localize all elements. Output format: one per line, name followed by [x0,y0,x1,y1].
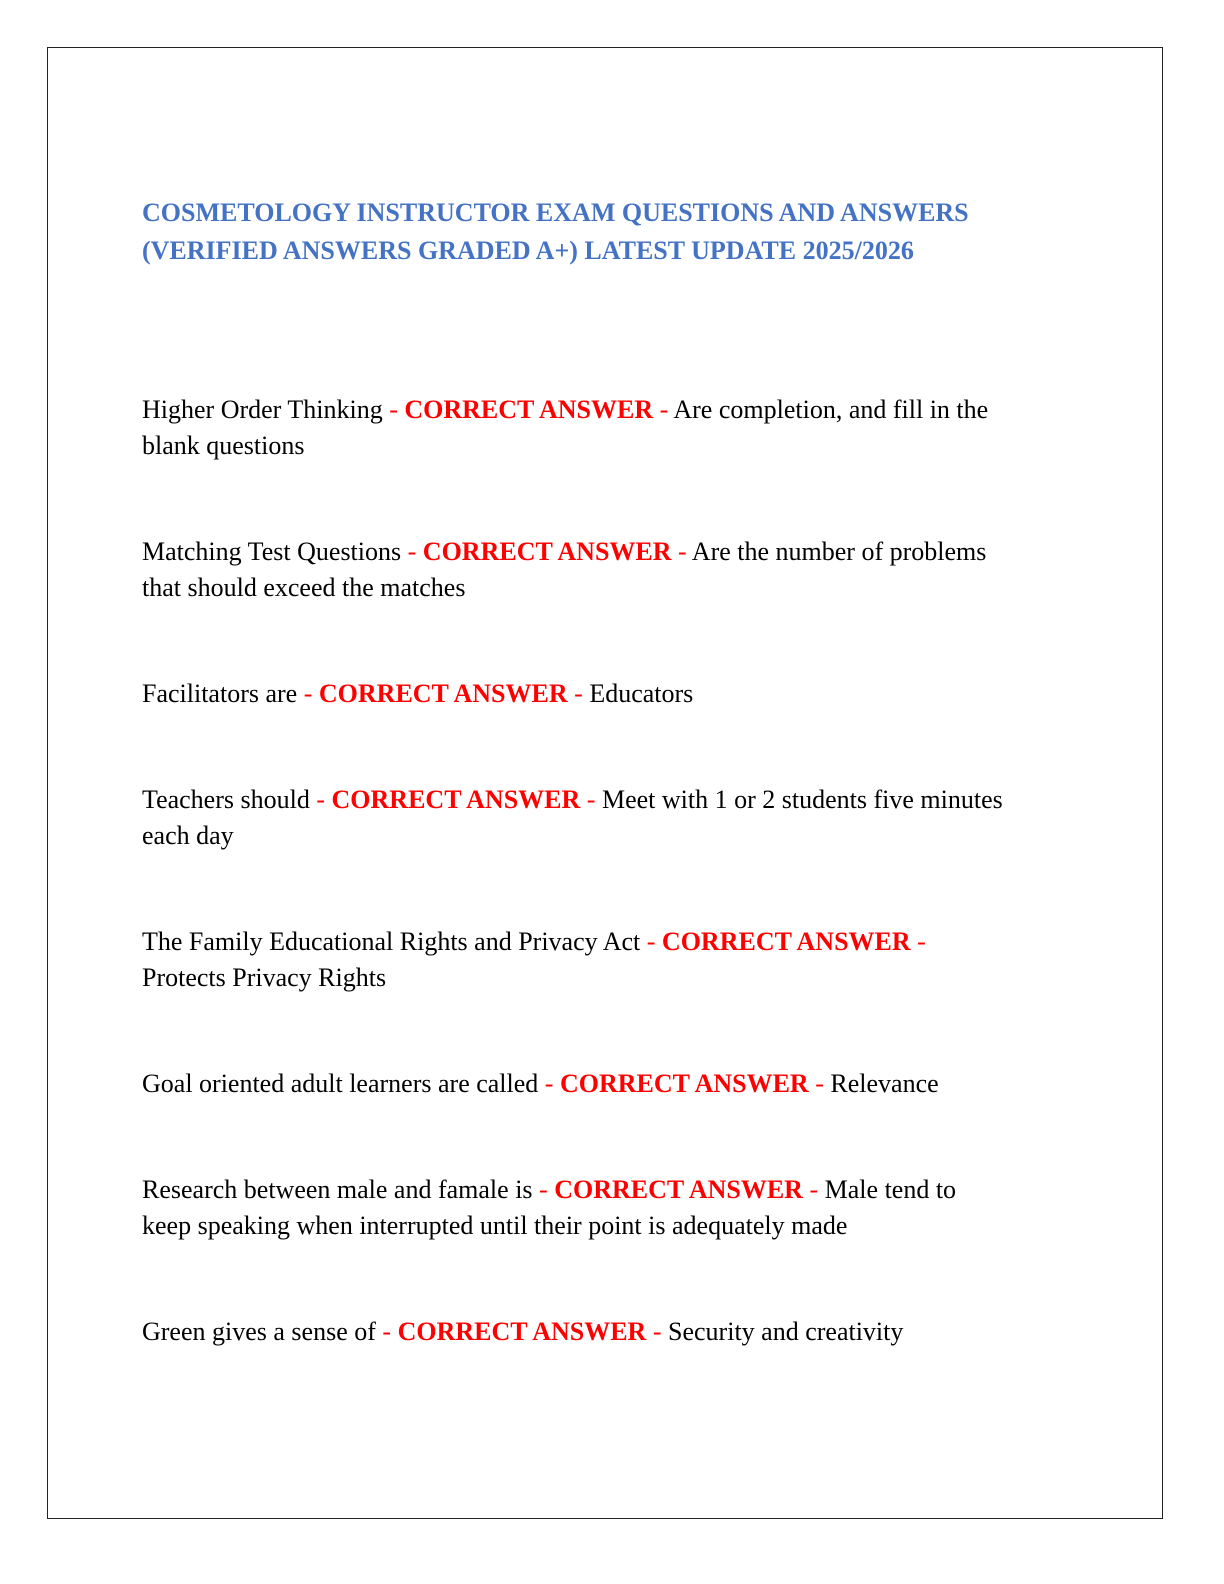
question-text: Goal oriented adult learners are called [142,1069,539,1098]
question-text: Green gives a sense of [142,1317,376,1346]
title-line-1: COSMETOLOGY INSTRUCTOR EXAM QUESTIONS AN… [142,198,969,227]
question-text: The Family Educational Rights and Privac… [142,927,641,956]
separator: - [382,1317,392,1346]
qa-item: Teachers should - CORRECT ANSWER - Meet … [142,782,1082,854]
answer-text: Meet with 1 or 2 students five minutes [601,785,1003,814]
page-border [47,47,1163,1519]
answer-text: Are completion, and fill in the [673,395,989,424]
qa-item: Matching Test Questions - CORRECT ANSWER… [142,534,1082,606]
correct-answer-label: CORRECT ANSWER [404,395,654,424]
answer-text-continued: blank questions [142,431,305,460]
answer-text: Are the number of problems [691,537,987,566]
answer-text-continued: that should exceed the matches [142,573,466,602]
qa-item: Higher Order Thinking - CORRECT ANSWER -… [142,392,1082,464]
answer-text: Security and creativity [668,1317,904,1346]
separator: - [303,679,313,708]
answer-text: Relevance [830,1069,939,1098]
qa-item: Research between male and famale is - CO… [142,1172,1082,1244]
separator: - [586,785,596,814]
qa-item: The Family Educational Rights and Privac… [142,924,1082,996]
answer-text: Protects Privacy Rights [142,963,387,992]
separator: - [539,1175,548,1204]
correct-answer-label: CORRECT ANSWER [554,1175,803,1204]
separator: - [646,927,656,956]
separator: - [809,1175,819,1204]
question-text: Matching Test Questions [142,537,402,566]
separator: - [917,927,926,956]
title-line-2: (VERIFIED ANSWERS GRADED A+) LATEST UPDA… [142,236,914,265]
separator: - [316,785,326,814]
qa-item: Green gives a sense of - CORRECT ANSWER … [142,1314,1082,1350]
separator: - [544,1069,554,1098]
qa-item: Facilitators are - CORRECT ANSWER - Educ… [142,676,1082,712]
correct-answer-label: CORRECT ANSWER [559,1069,809,1098]
question-text: Research between male and famale is [142,1175,533,1204]
qa-item: Goal oriented adult learners are called … [142,1066,1082,1102]
separator: - [659,395,669,424]
separator: - [815,1069,824,1098]
correct-answer-label: CORRECT ANSWER [661,927,911,956]
correct-answer-label: CORRECT ANSWER [318,679,568,708]
document-content: COSMETOLOGY INSTRUCTOR EXAM QUESTIONS AN… [142,194,1082,1420]
question-text: Teachers should [142,785,310,814]
separator: - [574,679,583,708]
correct-answer-label: CORRECT ANSWER [331,785,581,814]
answer-text: Educators [589,679,694,708]
separator: - [389,395,398,424]
answer-text: Male tend to [824,1175,957,1204]
question-text: Higher Order Thinking [142,395,383,424]
question-text: Facilitators are [142,679,298,708]
qa-list: Higher Order Thinking - CORRECT ANSWER -… [142,392,1082,1350]
document-title: COSMETOLOGY INSTRUCTOR EXAM QUESTIONS AN… [142,194,1082,270]
answer-text-continued: each day [142,821,234,850]
correct-answer-label: CORRECT ANSWER [422,537,672,566]
separator: - [678,537,687,566]
separator: - [652,1317,662,1346]
separator: - [407,537,417,566]
correct-answer-label: CORRECT ANSWER [397,1317,647,1346]
answer-text-continued: keep speaking when interrupted until the… [142,1211,848,1240]
